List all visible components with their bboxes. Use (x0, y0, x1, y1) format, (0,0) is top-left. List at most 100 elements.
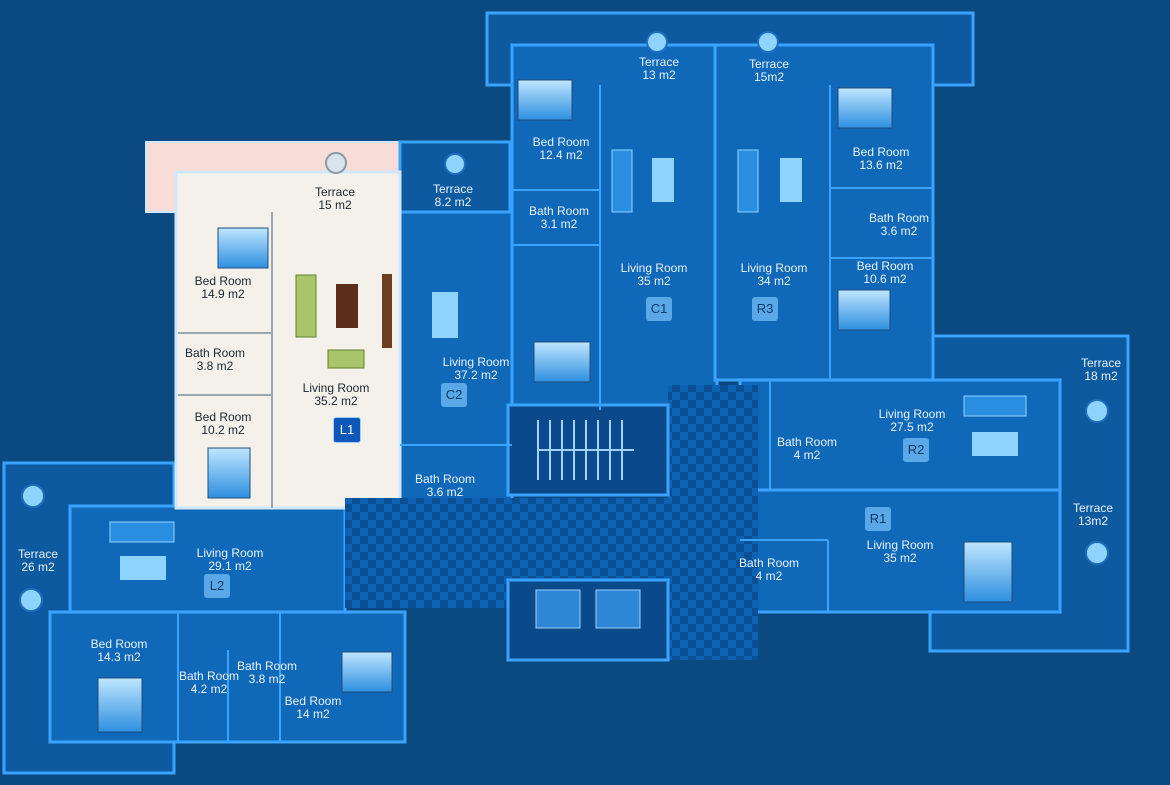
room-name: Bath Room (738, 556, 800, 570)
room-label-bedroom-c1: Bed Room 12.4 m2 (524, 136, 598, 162)
terrace-table-icon (1085, 399, 1109, 423)
room-area: 4.2 m2 (190, 682, 228, 696)
room-area: 3.6 m2 (880, 224, 918, 238)
room-name: Bath Room (528, 204, 590, 218)
room-area: 8.2 m2 (434, 195, 472, 209)
table-l2 (120, 556, 166, 580)
room-label-living-l2: Living Room 29.1 m2 (190, 547, 270, 573)
room-label-bathroom-l2-a: Bath Room 4.2 m2 (174, 670, 244, 696)
terrace-table-icon (757, 31, 779, 53)
room-label-living-l1: Living Room 35.2 m2 (296, 382, 376, 408)
room-label-terrace-l1: Terrace 15 m2 (300, 186, 370, 212)
room-area: 34 m2 (757, 274, 791, 288)
sofa-r3 (737, 149, 759, 213)
room-area: 10.2 m2 (201, 423, 245, 437)
room-area: 37.2 m2 (454, 368, 498, 382)
stair-steps (537, 420, 634, 480)
sofa-l2 (109, 521, 175, 543)
terrace-tables (19, 31, 1109, 612)
bed-r1 (963, 541, 1013, 603)
room-label-bathroom-l1: Bath Room 3.8 m2 (180, 347, 250, 373)
room-area: 4 m2 (755, 569, 783, 583)
room-name: Living Room (302, 381, 370, 395)
room-name: Bed Room (284, 694, 342, 708)
room-name: Bed Room (90, 637, 148, 651)
room-area: 10.6 m2 (863, 272, 907, 286)
lift-2 (595, 589, 641, 629)
room-name: Bed Room (194, 410, 252, 424)
l1-interior-walls (178, 212, 273, 508)
room-name: Bed Room (852, 145, 910, 159)
unit-tag-r1[interactable]: R1 (865, 507, 891, 531)
room-name: Bath Room (184, 346, 246, 360)
room-label-living-c1: Living Room 35 m2 (614, 262, 694, 288)
bed-l2-b (341, 651, 393, 693)
table-c2 (432, 292, 458, 338)
room-area: 3.6 m2 (426, 485, 464, 499)
room-label-living-r3: Living Room 34 m2 (734, 262, 814, 288)
room-area: 35.2 m2 (314, 394, 358, 408)
room-name: Terrace (638, 55, 679, 69)
bed-r3-b (837, 289, 891, 331)
sofa-r2 (963, 395, 1027, 417)
room-name: Terrace (1072, 501, 1113, 515)
room-name: Living Room (442, 355, 510, 369)
room-name: Bath Room (776, 435, 838, 449)
room-name: Bed Room (856, 259, 914, 273)
room-area: 26 m2 (21, 560, 55, 574)
room-name: Living Room (740, 261, 808, 275)
bed-c2 (533, 341, 591, 383)
unit-tag-l1[interactable]: L1 (333, 417, 361, 443)
room-area: 29.1 m2 (208, 559, 252, 573)
room-name: Living Room (620, 261, 688, 275)
room-name: Bath Room (868, 211, 930, 225)
room-label-bedroom2-l2: Bed Room 14 m2 (276, 695, 350, 721)
room-name: Bed Room (194, 274, 252, 288)
room-name: Living Room (196, 546, 264, 560)
table-r3 (780, 158, 802, 202)
sofa-l1 (295, 274, 317, 338)
chairs-l1 (327, 349, 365, 369)
room-area: 35 m2 (637, 274, 671, 288)
room-label-terrace-c2: Terrace 8.2 m2 (418, 183, 488, 209)
lobby (668, 385, 758, 660)
unit-tag-r2[interactable]: R2 (903, 438, 929, 462)
room-area: 13.6 m2 (859, 158, 903, 172)
room-area: 15m2 (753, 70, 785, 84)
room-label-bedroom-l1: Bed Room 14.9 m2 (186, 275, 260, 301)
terrace-table-icon (21, 484, 45, 508)
room-label-bedroom-l2: Bed Room 14.3 m2 (82, 638, 156, 664)
room-label-living-c2: Living Room 37.2 m2 (436, 356, 516, 382)
room-name: Bath Room (414, 472, 476, 486)
room-name: Terrace (1080, 356, 1121, 370)
room-area: 13m2 (1077, 514, 1109, 528)
room-label-bathroom-r2: Bath Room 4 m2 (772, 436, 842, 462)
terrace-table-icon (1085, 541, 1109, 565)
room-name: Terrace (748, 57, 789, 71)
room-area: 12.4 m2 (539, 148, 583, 162)
room-name: Terrace (432, 182, 473, 196)
room-name: Terrace (17, 547, 58, 561)
unit-tag-r3[interactable]: R3 (752, 297, 778, 321)
room-label-bathroom-r3: Bath Room 3.6 m2 (864, 212, 934, 238)
room-area: 3.8 m2 (196, 359, 234, 373)
bed-l1-b (207, 447, 251, 499)
unit-tag-c1[interactable]: C1 (646, 297, 672, 321)
room-name: Living Room (878, 407, 946, 421)
room-name: Bath Room (236, 659, 298, 673)
circulation (345, 385, 758, 662)
sofa-c1 (611, 149, 633, 213)
table-c1 (652, 158, 674, 202)
room-area: 27.5 m2 (890, 420, 934, 434)
room-label-living-r2: Living Room 27.5 m2 (872, 408, 952, 434)
room-name: Bed Room (532, 135, 590, 149)
room-label-bedroom2-l1: Bed Room 10.2 m2 (186, 411, 260, 437)
lift-1 (535, 589, 581, 629)
room-label-terrace-r3: Terrace 15m2 (734, 58, 804, 84)
furniture (97, 79, 1027, 733)
unit-tag-l2[interactable]: L2 (204, 574, 230, 598)
room-label-living-r1: Living Room 35 m2 (860, 539, 940, 565)
terrace-table-icon (444, 153, 466, 175)
unit-tag-c2[interactable]: C2 (441, 383, 467, 407)
room-label-bathroom-c1: Bath Room 3.1 m2 (524, 205, 594, 231)
